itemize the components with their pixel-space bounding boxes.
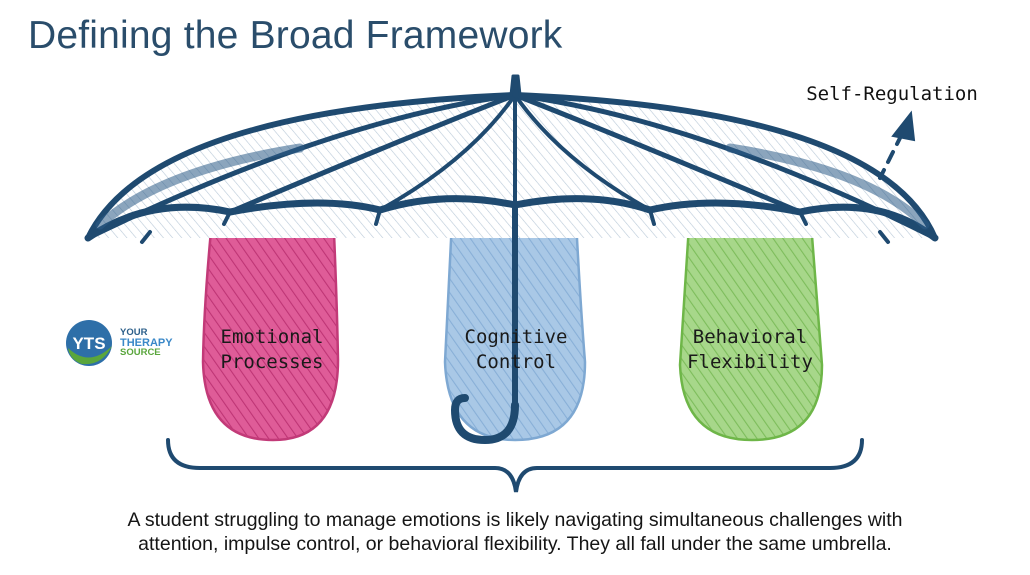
behavioral-flexibility-label-line2: Flexibility: [687, 351, 813, 373]
emotional-processes-label-line1: Emotional: [221, 326, 324, 348]
cognitive-control-label-line2: Control: [476, 351, 556, 373]
caption: A student struggling to manage emotions …: [0, 508, 1030, 556]
page-title: Defining the Broad Framework: [28, 14, 563, 57]
logo-word-your: YOUR: [120, 327, 148, 338]
self-regulation-arrow: [878, 110, 916, 180]
umbrella-handle: [450, 202, 519, 445]
logo-word-source: SOURCE: [120, 347, 161, 358]
umbrella-canopy: [84, 74, 939, 244]
yts-logo: YTS YOUR THERAPY SOURCE: [62, 318, 173, 368]
caption-line-1: A student struggling to manage emotions …: [127, 509, 903, 531]
emotional-processes-shape: [201, 208, 340, 442]
yts-logo-badge: YTS: [62, 318, 118, 368]
emotional-processes-label-line2: Processes: [221, 351, 324, 373]
cognitive-control-label-line1: Cognitive: [465, 326, 568, 348]
umbrella-diagram: Self-Regulation Emotional Processes Cogn…: [84, 74, 978, 493]
behavioral-flexibility-shape: [678, 208, 824, 442]
grouping-brace: [166, 438, 864, 493]
self-regulation-label: Self-Regulation: [806, 83, 978, 105]
yts-logo-badge-text: YTS: [72, 334, 105, 353]
caption-line-2: attention, impulse control, or behaviora…: [138, 533, 892, 555]
logo-word-therapy: THERAPY: [120, 337, 173, 349]
behavioral-flexibility-label-line1: Behavioral: [693, 326, 807, 348]
